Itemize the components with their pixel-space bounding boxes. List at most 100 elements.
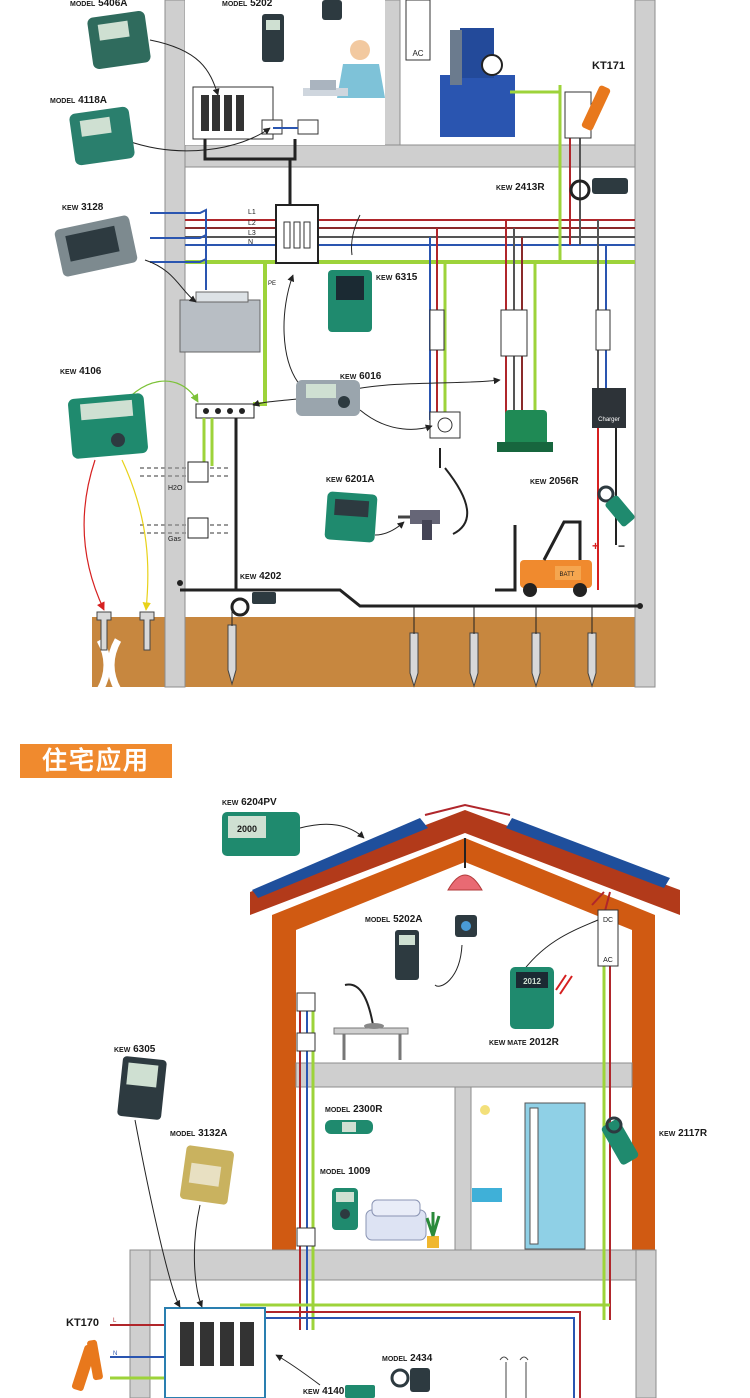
load-breakers [429, 91, 611, 357]
device-4106[interactable] [68, 393, 149, 459]
sofa [365, 1199, 427, 1241]
charger [592, 388, 626, 428]
device-2434[interactable] [390, 1368, 430, 1392]
device-1009[interactable] [332, 1188, 358, 1230]
label-prefix-6315: KEW [376, 275, 393, 282]
industrial-instruments [54, 0, 636, 604]
svg-text:KEW 3128: KEW 3128 [62, 202, 104, 213]
device-6016[interactable] [296, 380, 360, 416]
device-2012r[interactable]: 2012 [510, 967, 573, 1029]
device-kt171[interactable] [581, 85, 611, 132]
label-prefix-1009: MODEL [320, 1169, 346, 1176]
svg-text:MODEL 4118A: MODEL 4118A [50, 95, 107, 106]
svg-text:KEW 6204PV: KEW 6204PV [222, 797, 277, 808]
label-model-3128: 3128 [81, 202, 104, 213]
label-model-6201a: 6201A [345, 474, 374, 485]
device-3132a[interactable] [179, 1145, 235, 1205]
desk-lamp [344, 983, 374, 1026]
screen-6204pv: 2000 [237, 824, 257, 834]
minus-sign: − [618, 539, 625, 553]
industrial-labels: MODEL 5406A MODEL 5202 MODEL 4118A KT171… [50, 0, 625, 582]
ac-label: AC [412, 49, 423, 58]
power-lines [185, 85, 635, 590]
device-6201a[interactable] [324, 491, 378, 543]
label-model-2056r: 2056R [549, 476, 579, 487]
right-wall [634, 0, 656, 688]
device-6305[interactable] [117, 1056, 167, 1120]
h2o-label: H2O [168, 485, 183, 492]
device-6204pv[interactable]: 2000 [222, 812, 300, 856]
svg-text:MODEL 2434: MODEL 2434 [382, 1353, 433, 1364]
clamp-2413r [569, 179, 591, 201]
plug-cable [439, 448, 469, 535]
device-2056r[interactable] [597, 485, 636, 528]
label-l3: L3 [248, 230, 256, 237]
label-n: N [248, 239, 253, 246]
device-6315[interactable] [328, 214, 372, 332]
device-3128[interactable] [54, 215, 138, 278]
svg-text:KEW 2056R: KEW 2056R [530, 476, 579, 487]
floor-slab-ground [129, 1249, 637, 1281]
ceiling-lamp [447, 874, 483, 891]
device-4140[interactable] [345, 1385, 375, 1398]
label-model-4202: 4202 [259, 571, 282, 582]
svg-text:MODEL 5202A: MODEL 5202A [365, 914, 423, 925]
device-2413r[interactable] [592, 178, 628, 194]
svg-text:MODEL 3132A: MODEL 3132A [170, 1128, 228, 1139]
desk [333, 1027, 409, 1035]
gas-label: Gas [168, 536, 181, 543]
device-2300r[interactable] [325, 1120, 373, 1134]
device-2117r[interactable] [600, 1116, 639, 1166]
svg-text:KEW 4202: KEW 4202 [240, 571, 282, 582]
svg-text:KEW MATE 2012R: KEW MATE 2012R [489, 1037, 560, 1048]
svg-text:KEW 6315: KEW 6315 [376, 272, 418, 283]
residential-house: DC AC L N [110, 803, 680, 1398]
svg-text:KEW 2117R: KEW 2117R [659, 1128, 708, 1139]
label-model-2434: 2434 [410, 1353, 433, 1364]
h2o-clamp [187, 461, 209, 483]
label-model-5406a: 5406A [98, 0, 127, 9]
label-model-4118a: 4118A [78, 95, 107, 106]
socket-top-2 [297, 119, 319, 135]
label-prefix-5406a: MODEL [70, 1, 96, 8]
label-prefix-4106: KEW [60, 369, 77, 376]
label-model-6315: 6315 [395, 272, 418, 283]
power-drill [398, 510, 440, 540]
device-4118a[interactable] [69, 106, 136, 166]
label-prefix-6204pv: KEW [222, 800, 239, 807]
label-prefix-2413r: KEW [496, 185, 513, 192]
device-5406a[interactable] [87, 10, 152, 70]
label-model-kt171: KT171 [592, 60, 625, 72]
label-model-4106: 4106 [79, 366, 102, 377]
ac-box [405, 0, 431, 61]
forklift [495, 520, 592, 597]
label-l2: L2 [248, 220, 256, 227]
label-n-res: N [113, 1351, 117, 1357]
sink [472, 1188, 502, 1202]
charger-label: Charger [598, 417, 620, 423]
floor-slab [184, 144, 636, 168]
label-model-kt170: KT170 [66, 1317, 99, 1329]
res-connection-arrows [134, 823, 599, 1386]
label-model-6016: 6016 [359, 371, 382, 382]
incoming-feeders [150, 208, 207, 290]
label-prefix-3128: KEW [62, 205, 79, 212]
transformer [179, 299, 261, 353]
label-prefix-2012r: KEW MATE [489, 1040, 527, 1047]
label-prefix-2434: MODEL [382, 1356, 408, 1363]
svg-text:KEW 6201A: KEW 6201A [326, 474, 375, 485]
blue-machine [440, 28, 515, 137]
gas-clamp [187, 517, 209, 539]
device-kt170[interactable] [71, 1339, 103, 1391]
label-model-2413r: 2413R [515, 182, 545, 193]
device-4202[interactable] [252, 592, 276, 604]
label-model-2012r: 2012R [529, 1037, 559, 1048]
label-prefix-2300r: MODEL [325, 1107, 351, 1114]
label-prefix-3132a: MODEL [170, 1131, 196, 1138]
device-5202-top[interactable] [262, 0, 342, 62]
residential-instruments: 2000 2012 [71, 812, 639, 1398]
inner-wall [454, 1086, 472, 1251]
device-5202a[interactable] [395, 915, 477, 980]
ground-conductor [180, 588, 638, 608]
